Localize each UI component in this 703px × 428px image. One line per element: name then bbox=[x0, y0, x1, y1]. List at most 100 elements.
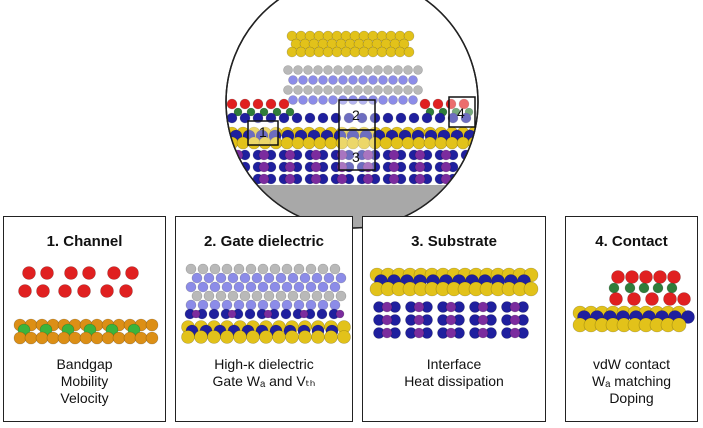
purple-atom bbox=[388, 149, 400, 161]
dielectric-atom bbox=[269, 299, 281, 311]
callout-3-box bbox=[338, 129, 376, 171]
purple-atom bbox=[440, 161, 452, 173]
orange-atom bbox=[24, 331, 38, 345]
red-atom bbox=[58, 284, 72, 298]
dielectric-atom bbox=[343, 65, 353, 75]
blue-atom bbox=[460, 173, 472, 185]
gold-atom bbox=[331, 46, 343, 58]
dielectric-atom bbox=[283, 85, 293, 95]
callout-2-box bbox=[338, 99, 376, 131]
panel-channel: 1. Channel Bandgap Mobility Velocity bbox=[3, 216, 166, 422]
dielectric-atom bbox=[329, 263, 341, 275]
red-atom bbox=[458, 98, 470, 110]
panel-title: 2. Gate dielectric bbox=[203, 233, 325, 250]
dielectric-atom bbox=[298, 75, 308, 85]
dielectric-atom bbox=[358, 75, 368, 85]
dielectric-atom bbox=[313, 85, 323, 95]
dielectric-atom bbox=[287, 272, 299, 284]
gold-atom bbox=[207, 330, 221, 344]
gold-atom bbox=[272, 330, 286, 344]
dielectric-atom bbox=[303, 85, 313, 95]
desc-line: Wₐ matching bbox=[591, 373, 672, 389]
panel-title: 3. Substrate bbox=[411, 233, 497, 250]
gold-atom bbox=[390, 136, 404, 150]
orange-atom bbox=[123, 331, 137, 345]
purple-atom bbox=[310, 161, 322, 173]
blue-atom bbox=[239, 173, 251, 185]
dielectric-atom bbox=[293, 263, 305, 275]
desc-line: Doping bbox=[609, 390, 654, 406]
panel-gate-dielectric: 2. Gate dielectric High-κ dielectric Gat… bbox=[175, 216, 353, 422]
dielectric-atom bbox=[245, 263, 257, 275]
dielectric-atom bbox=[329, 299, 341, 311]
purple-atom bbox=[381, 314, 393, 326]
blue-atom bbox=[244, 308, 256, 320]
gold-atom bbox=[403, 46, 415, 58]
gold-atom bbox=[349, 46, 361, 58]
blue-atom bbox=[395, 112, 407, 124]
purple-atom bbox=[445, 314, 457, 326]
dielectric-atom bbox=[298, 95, 308, 105]
purple-atom bbox=[509, 327, 521, 339]
dielectric-atom bbox=[308, 95, 318, 105]
gold-atom bbox=[285, 330, 299, 344]
dielectric-atom bbox=[363, 85, 373, 95]
dielectric-atom bbox=[393, 65, 403, 75]
substrate-atoms bbox=[369, 267, 539, 339]
purple-atom bbox=[466, 161, 478, 173]
dielectric-atom bbox=[378, 75, 388, 85]
dielectric-atom bbox=[293, 65, 303, 75]
dielectric-atom bbox=[317, 299, 329, 311]
dielectric-atom bbox=[209, 299, 221, 311]
gold-atom bbox=[246, 330, 260, 344]
blue-atom bbox=[316, 308, 328, 320]
dielectric-atom bbox=[348, 75, 358, 85]
gold-atom bbox=[220, 330, 234, 344]
purple-atom bbox=[381, 327, 393, 339]
dielectric-atom bbox=[203, 272, 215, 284]
gold-atom bbox=[379, 136, 393, 150]
blue-atom bbox=[447, 112, 459, 124]
blue-atom bbox=[226, 161, 238, 173]
gold-atom bbox=[286, 46, 298, 58]
red-atom bbox=[239, 98, 251, 110]
purple-atom bbox=[258, 173, 270, 185]
blue-atom bbox=[317, 112, 329, 124]
dielectric-atom bbox=[209, 263, 221, 275]
dielectric-atom bbox=[197, 299, 209, 311]
purple-atom bbox=[509, 301, 521, 313]
red-atom bbox=[611, 270, 625, 284]
green-atom bbox=[652, 282, 664, 294]
dielectric-atom bbox=[311, 290, 323, 302]
purple-atom bbox=[466, 173, 478, 185]
purple-atom bbox=[284, 161, 296, 173]
red-atom bbox=[639, 270, 653, 284]
dielectric-atom bbox=[275, 290, 287, 302]
purple-atom bbox=[299, 309, 309, 319]
dielectric-atom bbox=[413, 85, 423, 95]
blue-atom bbox=[226, 112, 238, 124]
panel-description: Bandgap Mobility Velocity bbox=[4, 356, 165, 407]
callout-2-number: 2 bbox=[352, 107, 360, 123]
dielectric-atom bbox=[305, 281, 317, 293]
dielectric-atom bbox=[191, 290, 203, 302]
dielectric-atom bbox=[333, 65, 343, 75]
dielectric-atom bbox=[197, 281, 209, 293]
dielectric-atom bbox=[288, 75, 298, 85]
red-atom bbox=[278, 98, 290, 110]
dielectric-atom bbox=[308, 75, 318, 85]
dielectric-atom bbox=[281, 299, 293, 311]
callout-4: 4 bbox=[448, 96, 476, 128]
purple-atom bbox=[414, 149, 426, 161]
gold-atom bbox=[236, 136, 250, 150]
dielectric-atom bbox=[251, 272, 263, 284]
gold-atom bbox=[233, 330, 247, 344]
dielectric-atom bbox=[378, 95, 388, 105]
orange-atom bbox=[134, 331, 148, 345]
red-atom bbox=[18, 284, 32, 298]
green-atom bbox=[272, 107, 282, 117]
red-atom bbox=[419, 98, 431, 110]
dielectric-atom bbox=[221, 281, 233, 293]
dielectric-atom bbox=[221, 299, 233, 311]
purple-atom bbox=[258, 161, 270, 173]
